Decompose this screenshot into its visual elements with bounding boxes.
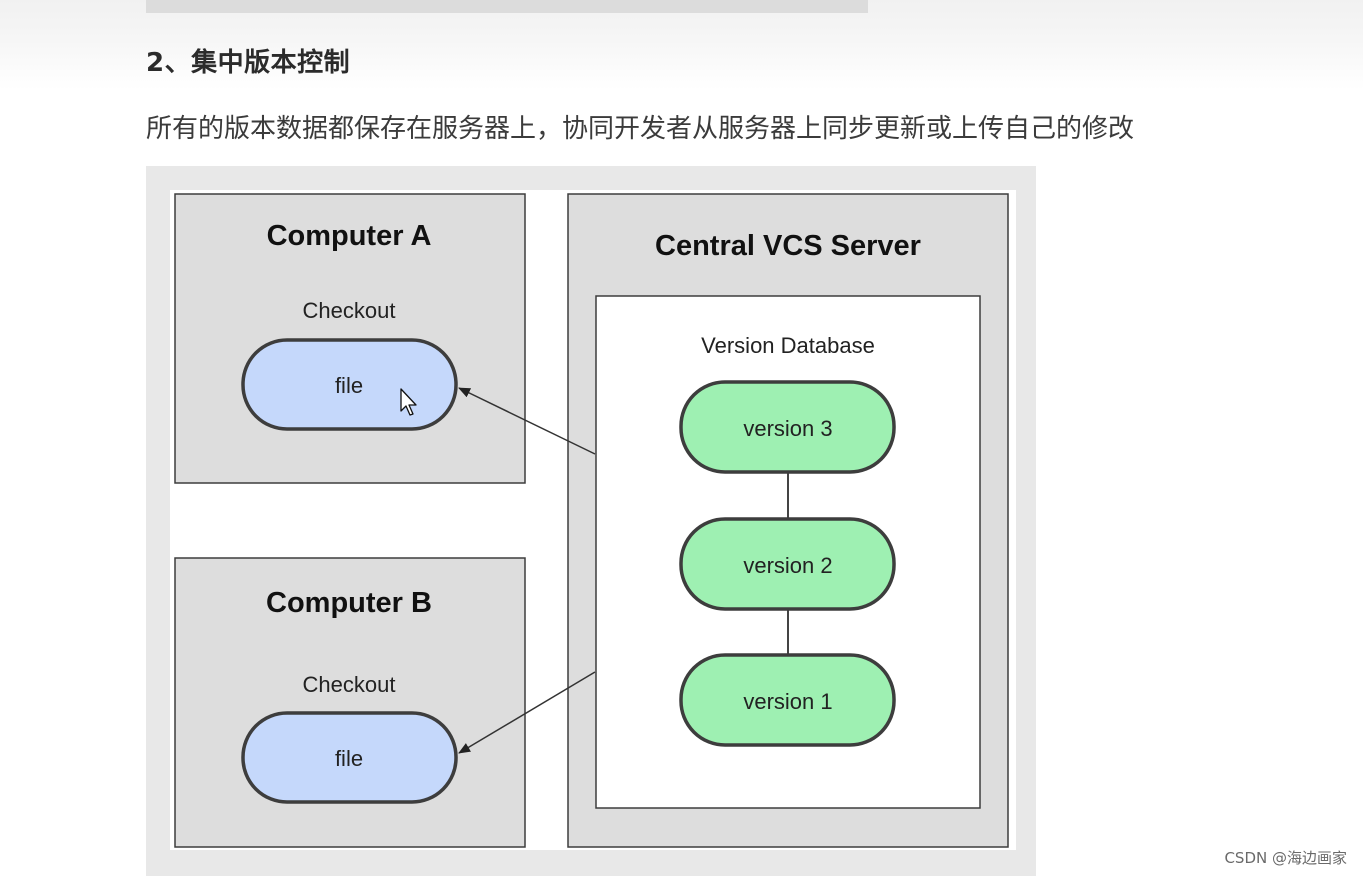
computer-a-file-label: file xyxy=(335,373,363,398)
computer-a-checkout-label: Checkout xyxy=(303,298,396,323)
central-server-title: Central VCS Server xyxy=(655,230,921,262)
version-1-node[interactable] xyxy=(679,653,896,747)
computer-b-file-label: file xyxy=(335,746,363,771)
watermark: CSDN @海边画家 xyxy=(1224,849,1347,867)
section-heading: 2、集中版本控制 xyxy=(146,48,351,78)
section-description: 所有的版本数据都保存在服务器上，协同开发者从服务器上同步更新或上传自己的修改 xyxy=(146,114,1135,144)
version-2-label: version 2 xyxy=(743,553,832,578)
centralized-vcs-diagram: Computer A Checkout file Computer B Chec… xyxy=(146,166,1036,876)
mouse-cursor-icon xyxy=(400,388,417,416)
computer-b-title: Computer B xyxy=(266,587,432,619)
version-3-label: version 3 xyxy=(743,416,832,441)
computer-a-title: Computer A xyxy=(267,220,432,252)
version-1-label: version 1 xyxy=(743,689,832,714)
arrow-server-to-computer-b xyxy=(458,671,596,754)
computer-b-checkout-label: Checkout xyxy=(303,672,396,697)
diagram-svg: Computer A Checkout file Computer B Chec… xyxy=(170,190,1016,850)
arrow-server-to-computer-a xyxy=(458,387,596,455)
version-database-label: Version Database xyxy=(701,333,875,358)
version-2-node[interactable] xyxy=(679,517,896,611)
previous-image-edge xyxy=(146,0,868,13)
version-3-node[interactable] xyxy=(679,380,896,474)
computer-b-file[interactable] xyxy=(241,711,458,804)
